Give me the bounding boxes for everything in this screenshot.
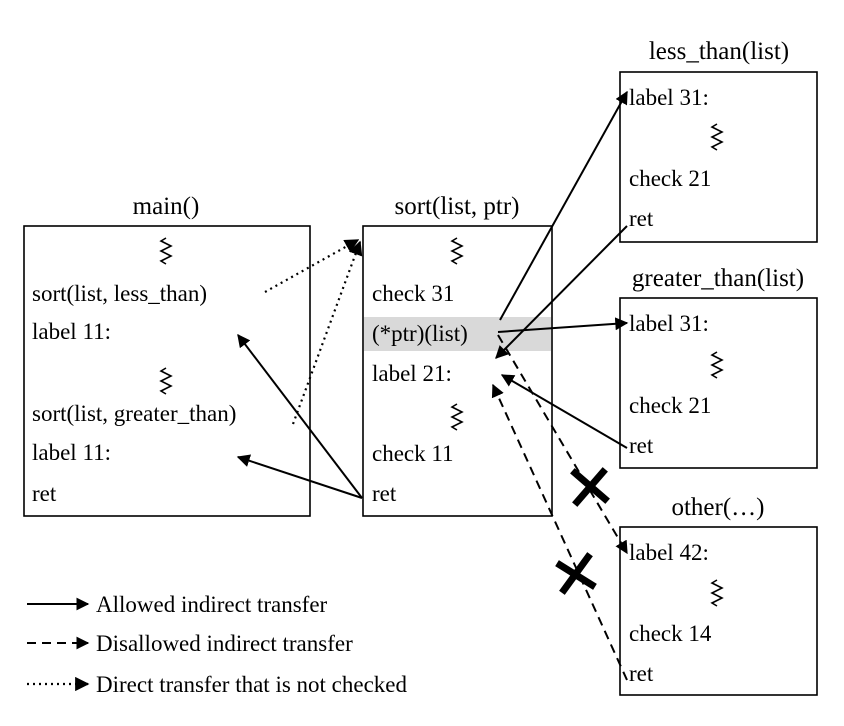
main-box: main() sort(list, less_than) label 11: s… [23, 193, 311, 517]
greater-than-line-check-21: check 21 [629, 393, 711, 418]
legend-dashed-label: Disallowed indirect transfer [96, 631, 353, 656]
allowed-call-to-greater-than [497, 317, 629, 333]
cross-icon [555, 552, 597, 595]
sort-line-label-21: label 21: [372, 361, 452, 386]
legend-dotted-label: Direct transfer that is not checked [96, 672, 408, 697]
less-than-line-label-31: label 31: [629, 85, 709, 110]
main-line-ret: ret [32, 481, 57, 506]
sort-line-check-11: check 11 [372, 441, 454, 466]
other-title: other(…) [671, 494, 764, 521]
greater-than-box: greater_than(list) label 31: check 21 re… [619, 265, 818, 469]
other-frame [619, 526, 818, 696]
squiggle-icon [710, 351, 724, 379]
squiggle-icon [710, 123, 724, 151]
sort-box: sort(list, ptr) check 31 (*ptr)(list) la… [362, 193, 553, 517]
main-line-label-11b: label 11: [32, 440, 111, 465]
disallowed-call-to-other [497, 334, 628, 555]
squiggle-icon [159, 237, 173, 265]
sort-line-ret: ret [372, 481, 397, 506]
less-than-line-check-21: check 21 [629, 166, 711, 191]
greater-than-title: greater_than(list) [632, 265, 804, 292]
allowed-return-from-less-than [495, 225, 628, 359]
direct-call-arrow-greater [291, 240, 363, 425]
squiggle-icon [450, 403, 464, 431]
sort-title: sort(list, ptr) [395, 193, 520, 220]
squiggle-icon [450, 237, 464, 265]
main-line-sort-greater: sort(list, greater_than) [32, 401, 236, 426]
squiggle-icon [710, 579, 724, 607]
other-line-check-14: check 14 [629, 621, 712, 646]
less-than-title: less_than(list) [649, 38, 789, 65]
allowed-call-to-less-than [499, 90, 628, 321]
allowed-return-to-label-11b [236, 454, 363, 499]
disallowed-return-from-other [491, 383, 628, 681]
cross-icon [570, 467, 610, 507]
greater-than-line-label-31: label 31: [629, 311, 709, 336]
allowed-return-to-label-11a [237, 333, 363, 499]
main-line-label-11a: label 11: [32, 319, 111, 344]
less-than-frame [619, 71, 818, 243]
less-than-line-ret: ret [629, 206, 654, 231]
less-than-box: less_than(list) label 31: check 21 ret [619, 38, 818, 243]
other-box: other(…) label 42: check 14 ret [619, 494, 818, 696]
other-line-label-42: label 42: [629, 540, 709, 565]
squiggle-icon [159, 367, 173, 395]
sort-frame [362, 225, 553, 517]
main-line-sort-less: sort(list, less_than) [32, 281, 207, 306]
main-frame [23, 225, 311, 517]
allowed-return-from-greater-than [500, 374, 628, 449]
greater-than-line-ret: ret [629, 433, 654, 458]
sort-line-indirect-call: (*ptr)(list) [372, 321, 468, 346]
legend: Allowed indirect transfer Disallowed ind… [27, 592, 408, 697]
main-title: main() [133, 193, 200, 220]
greater-than-frame [619, 297, 818, 469]
legend-solid-label: Allowed indirect transfer [96, 592, 328, 617]
sort-line-check-31: check 31 [372, 281, 454, 306]
other-line-ret: ret [629, 661, 654, 686]
